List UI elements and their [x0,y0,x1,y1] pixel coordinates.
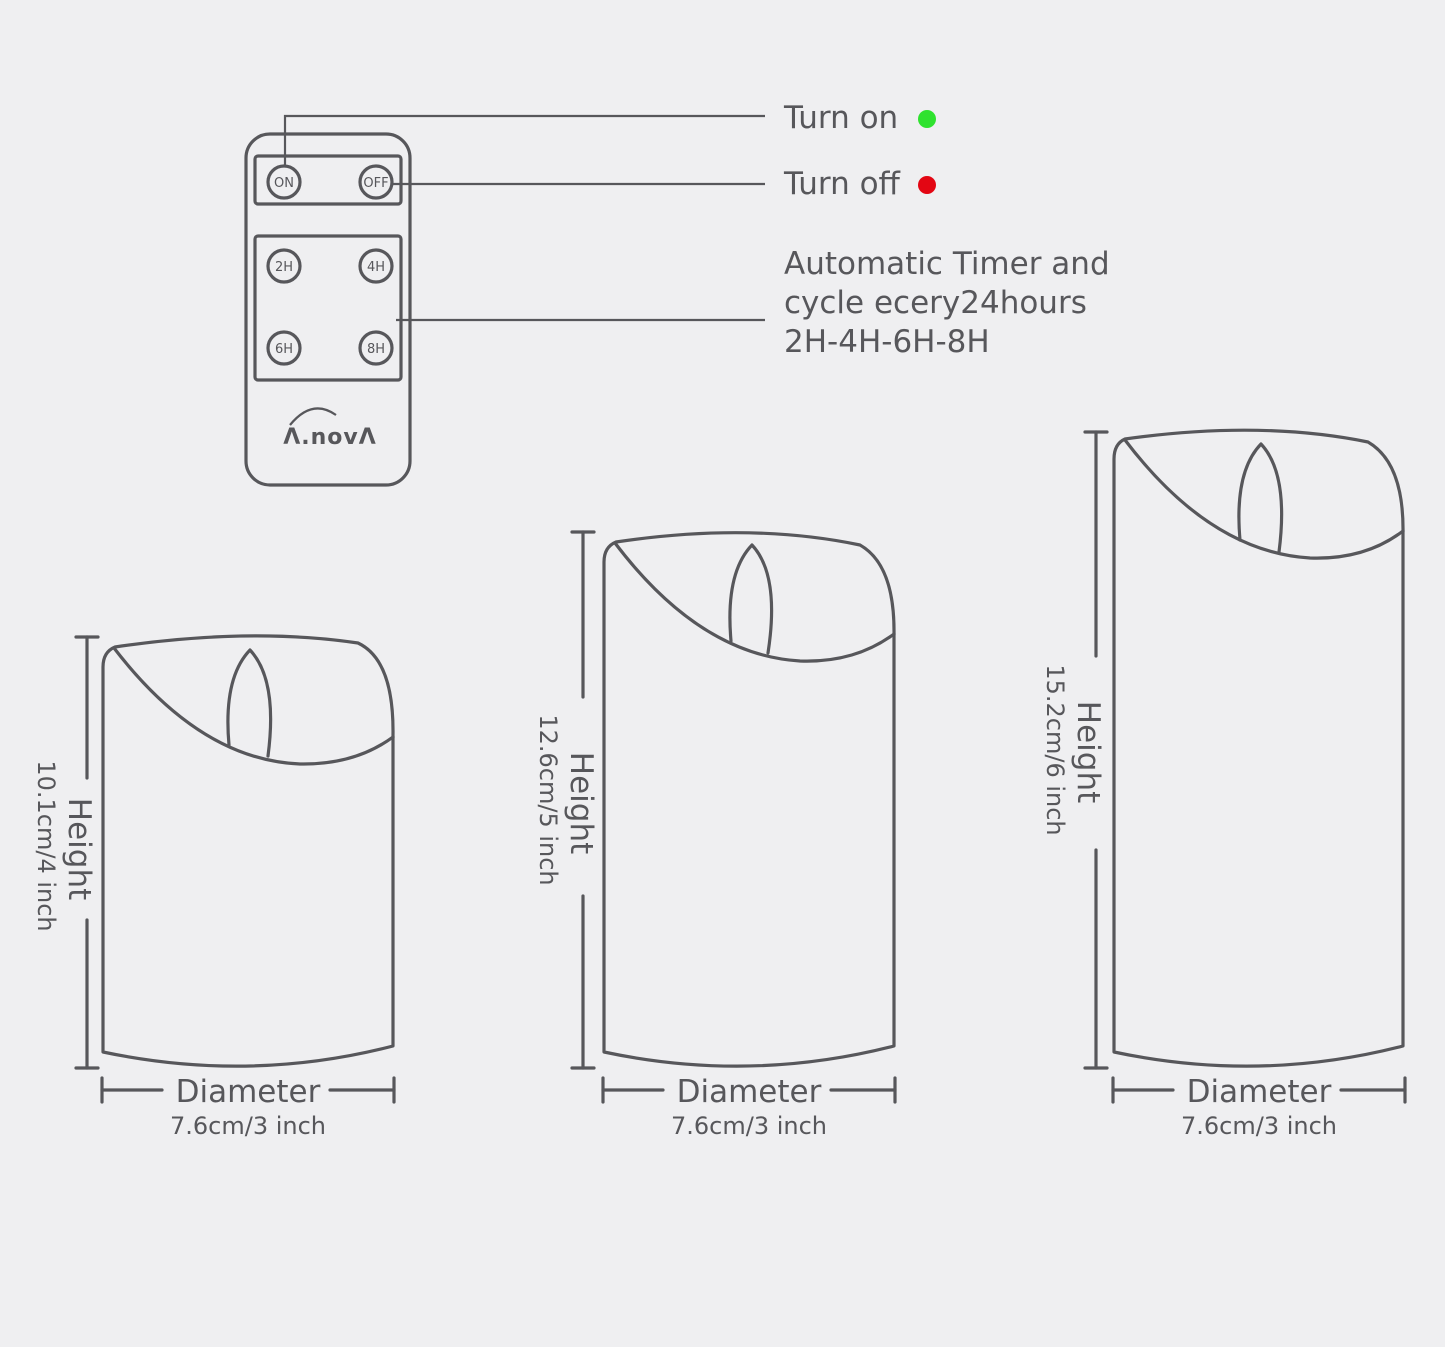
diameter-dimension-large: Diameter 7.6cm/3 inch [1111,1074,1407,1140]
height-label: Height [1070,701,1106,803]
height-label: Height [563,752,599,854]
diameter-label: Diameter [176,1074,321,1110]
height-value: 12.6cm/5 inch [534,714,562,885]
green-status-dot-icon [918,110,936,128]
height-label: Height [61,798,97,900]
timer-6h-label: 6H [275,342,293,357]
candle-melt-rim [1123,438,1405,560]
height-dimension-medium: Height 12.6cm/5 inch [534,530,599,1070]
candle-large [1112,428,1405,1068]
off-button-label: OFF [363,176,388,191]
remote-control: ON OFF 2H 4H 6H 8H Λ.novΛ [244,132,412,487]
on-button[interactable]: ON [266,164,302,200]
height-dimension-small: Height 10.1cm/4 inch [32,635,100,1070]
timer-description-line-3: 2H-4H-6H-8H [784,324,990,360]
diameter-label: Diameter [677,1074,822,1110]
height-dimension-large: Height 15.2cm/6 inch [1041,430,1109,1070]
candle-medium [602,531,896,1068]
diameter-value: 7.6cm/3 inch [170,1112,326,1140]
timer-2h-button[interactable]: 2H [266,248,302,284]
candle-melt-rim [613,541,896,663]
diameter-label: Diameter [1187,1074,1332,1110]
remote-body [244,132,412,487]
on-button-label: ON [274,176,294,191]
timer-description-line-1: Automatic Timer and [784,246,1110,282]
power-button-panel [253,154,403,206]
off-button[interactable]: OFF [358,164,394,200]
timer-2h-label: 2H [275,260,293,275]
diameter-value: 7.6cm/3 inch [1181,1112,1337,1140]
diameter-dimension-small: Diameter 7.6cm/3 inch [100,1074,396,1140]
timer-4h-button[interactable]: 4H [358,248,394,284]
timer-4h-label: 4H [367,260,385,275]
flame-icon [728,543,774,655]
logo-arc-icon [289,407,337,426]
candle-melt-rim [112,646,395,766]
candle-body [602,531,896,1068]
diameter-value: 7.6cm/3 inch [671,1112,827,1140]
timer-description-line-2: cycle ecery24hours [784,285,1087,321]
timer-button-panel [253,234,403,382]
turn-on-leader-line [283,114,765,166]
timer-6h-button[interactable]: 6H [266,330,302,366]
timer-8h-button[interactable]: 8H [358,330,394,366]
flame-icon [1237,442,1284,554]
flame-icon [226,648,273,758]
turn-on-label: Turn on [783,100,898,136]
red-status-dot-icon [918,176,936,194]
height-value: 10.1cm/4 inch [32,760,60,931]
candle-small [101,634,395,1068]
timer-8h-label: 8H [367,342,385,357]
candle-body [101,634,395,1068]
brand-logo: Λ.novΛ [283,425,377,450]
diameter-dimension-medium: Diameter 7.6cm/3 inch [601,1074,897,1140]
candle-body [1112,428,1405,1068]
turn-off-label: Turn off [783,166,901,202]
height-value: 15.2cm/6 inch [1041,664,1069,835]
